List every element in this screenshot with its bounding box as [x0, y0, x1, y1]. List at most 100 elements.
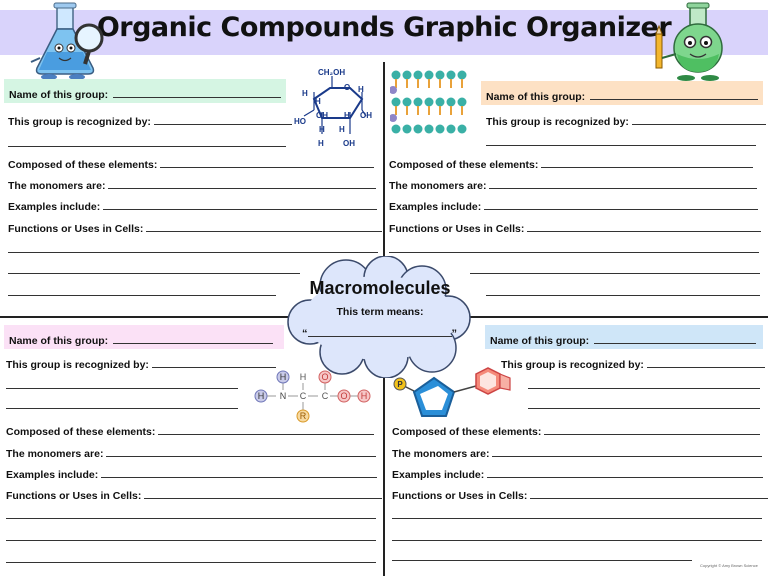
h-label: H — [344, 111, 350, 120]
examples-row: Examples include: — [6, 467, 378, 481]
answer-line[interactable] — [6, 388, 238, 389]
recognized-blank[interactable] — [153, 114, 292, 125]
title-banner — [0, 10, 768, 55]
name-blank[interactable] — [589, 89, 758, 100]
q2-name-box[interactable]: Name of this group: — [481, 81, 763, 105]
composed-blank[interactable] — [541, 157, 754, 168]
answer-line[interactable] — [486, 145, 756, 146]
examples-blank[interactable] — [101, 467, 378, 478]
functions-row: Functions or Uses in Cells: — [6, 488, 383, 502]
copyright: Copyright © Amy Brown Science — [700, 563, 758, 568]
answer-line[interactable] — [6, 518, 376, 519]
recognized-label: This group is recognized by: — [486, 116, 629, 128]
answer-line[interactable] — [6, 540, 376, 541]
answer-line[interactable] — [6, 408, 238, 409]
h-label: H — [319, 125, 325, 134]
answer-line[interactable] — [8, 146, 286, 147]
functions-row: Functions or Uses in Cells: — [389, 221, 762, 235]
monomers-row: The monomers are: — [389, 178, 758, 192]
close-quote: ” — [451, 328, 458, 340]
page-title: Organic Compounds Graphic Organizer — [96, 12, 672, 43]
definition-blank[interactable] — [307, 326, 452, 337]
composed-label: Composed of these elements: — [6, 426, 156, 438]
answer-line[interactable] — [8, 273, 300, 274]
answer-line[interactable] — [392, 560, 692, 561]
oh-label: OH — [360, 111, 372, 120]
recognized-row: This group is recognized by: — [486, 114, 766, 128]
name-blank[interactable] — [112, 333, 273, 344]
q4-name-box[interactable]: Name of this group: — [485, 325, 763, 349]
nucleotide-diagram: P — [393, 367, 511, 417]
answer-line[interactable] — [8, 295, 276, 296]
functions-label: Functions or Uses in Cells: — [389, 223, 525, 235]
answer-line[interactable] — [528, 408, 760, 409]
monomers-blank[interactable] — [489, 178, 758, 189]
examples-row: Examples include: — [392, 467, 764, 481]
monomers-label: The monomers are: — [389, 180, 487, 192]
answer-line[interactable] — [392, 540, 762, 541]
recognized-label: This group is recognized by: — [501, 359, 644, 371]
recognized-label: This group is recognized by: — [8, 116, 151, 128]
name-blank[interactable] — [593, 333, 756, 344]
h-label: H — [358, 85, 364, 94]
composed-row: Composed of these elements: — [392, 424, 761, 438]
monomers-blank[interactable] — [108, 178, 377, 189]
answer-line[interactable] — [486, 295, 760, 296]
name-label: Name of this group: — [486, 91, 586, 103]
monomers-blank[interactable] — [106, 446, 377, 457]
composed-blank[interactable] — [158, 424, 375, 435]
h-label: H — [315, 97, 321, 106]
definition-row: “” — [302, 326, 466, 340]
functions-row: Functions or Uses in Cells: — [392, 488, 768, 502]
h-label: H — [318, 139, 324, 148]
open-quote: “ — [302, 328, 308, 340]
answer-line[interactable] — [8, 252, 378, 253]
monomers-blank[interactable] — [492, 446, 763, 457]
functions-row: Functions or Uses in Cells: — [8, 221, 383, 235]
ring-oxygen-label: O — [344, 83, 350, 92]
composed-blank[interactable] — [160, 157, 375, 168]
examples-label: Examples include: — [6, 469, 99, 481]
composed-row: Composed of these elements: — [389, 157, 754, 171]
name-label: Name of this group: — [490, 335, 590, 347]
center-subtitle: This term means: — [336, 306, 424, 318]
recognized-blank[interactable] — [151, 357, 276, 368]
phosphate-label: P — [397, 380, 403, 389]
h-atom-label: H — [280, 372, 287, 382]
answer-line[interactable] — [470, 273, 760, 274]
monomers-row: The monomers are: — [8, 178, 377, 192]
functions-blank[interactable] — [144, 488, 383, 499]
functions-blank[interactable] — [527, 221, 762, 232]
o-atom-label: O — [321, 372, 328, 382]
examples-blank[interactable] — [484, 199, 759, 210]
functions-blank[interactable] — [146, 221, 383, 232]
c-atom-label: C — [322, 391, 329, 401]
composed-label: Composed of these elements: — [8, 159, 158, 171]
recognized-blank[interactable] — [631, 114, 766, 125]
answer-line[interactable] — [392, 518, 762, 519]
q3-name-box[interactable]: Name of this group: — [4, 325, 284, 349]
answer-line[interactable] — [6, 562, 376, 563]
answer-line[interactable] — [389, 252, 759, 253]
monomers-label: The monomers are: — [8, 180, 106, 192]
functions-blank[interactable] — [530, 488, 768, 499]
name-blank[interactable] — [112, 87, 281, 98]
functions-label: Functions or Uses in Cells: — [392, 490, 528, 502]
answer-line[interactable] — [528, 388, 760, 389]
name-label: Name of this group: — [9, 335, 109, 347]
functions-label: Functions or Uses in Cells: — [6, 490, 142, 502]
amino-acid-diagram: H H N H C C O O H R — [254, 370, 371, 423]
recognized-row: This group is recognized by: — [501, 357, 765, 371]
q1-name-box[interactable]: Name of this group: — [4, 79, 286, 103]
composed-row: Composed of these elements: — [6, 424, 375, 438]
monomers-row: The monomers are: — [392, 446, 763, 460]
examples-blank[interactable] — [103, 199, 378, 210]
examples-blank[interactable] — [487, 467, 764, 478]
h-label: H — [339, 125, 345, 134]
oh-label: OH — [316, 111, 328, 120]
h-atom-label: H — [258, 391, 265, 401]
recognized-blank[interactable] — [646, 357, 765, 368]
examples-label: Examples include: — [8, 201, 101, 213]
composed-blank[interactable] — [544, 424, 761, 435]
flask-magnifier-mascot-icon — [30, 2, 104, 80]
